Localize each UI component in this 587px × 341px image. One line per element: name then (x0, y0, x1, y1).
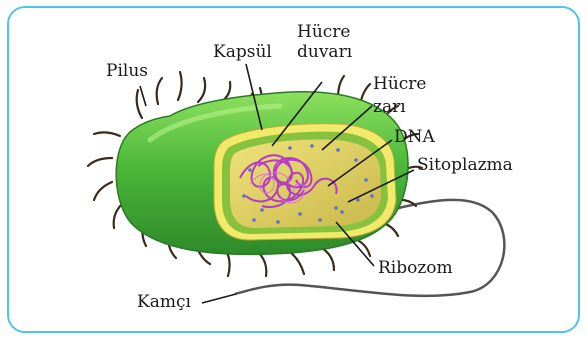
label-ribozom: Ribozom (378, 260, 453, 277)
label-sitoplazma: Sitoplazma (417, 157, 513, 174)
label-kapsul: Kapsül (213, 44, 272, 61)
label-hucre-duvari-2: duvarı (297, 44, 352, 61)
label-pilus: Pilus (106, 63, 148, 80)
label-dna: DNA (394, 129, 435, 146)
label-hucre-duvari-1: Hücre (297, 24, 350, 41)
label-hucre-zari-1: Hücre (373, 76, 426, 93)
label-kamci: Kamçı (137, 294, 191, 311)
label-hucre-zari-2: zarı (373, 99, 406, 116)
